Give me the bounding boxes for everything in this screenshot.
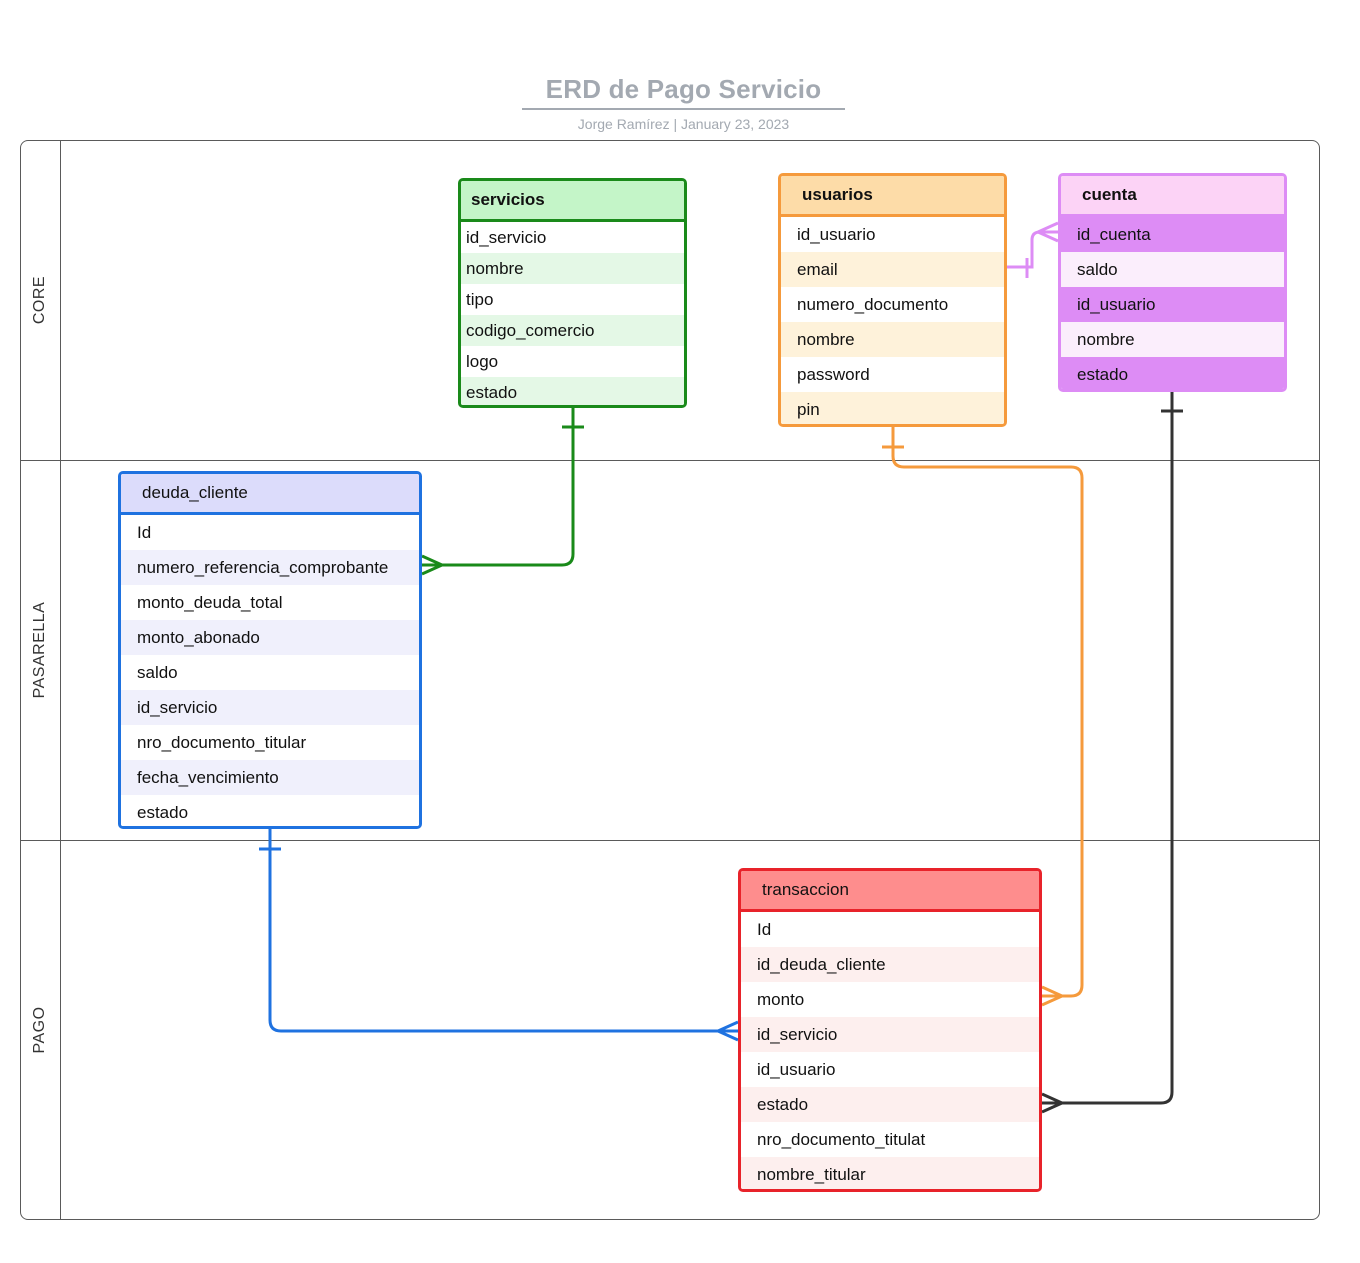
entity-header: deuda_cliente (121, 474, 419, 515)
entity-field: id_servicio (121, 690, 419, 725)
swimlane-frame (20, 140, 1320, 1220)
entity-field: nombre (781, 322, 1004, 357)
entity-field: Id (741, 912, 1039, 947)
entity-field: numero_documento (781, 287, 1004, 322)
entity-header: usuarios (781, 176, 1004, 217)
entity-field: estado (1061, 357, 1284, 389)
lane-label-column-divider (60, 140, 61, 1220)
entity-header: transaccion (741, 871, 1039, 912)
title-underline (522, 108, 845, 110)
lane-divider-core-pasarella (20, 460, 1320, 461)
entity-field: pin (781, 392, 1004, 424)
lane-label-pago: PAGO (31, 1006, 48, 1054)
entity-field: estado (461, 377, 684, 405)
entity-field: id_servicio (461, 222, 684, 253)
entity-field: nombre (1061, 322, 1284, 357)
entity-field: nombre (461, 253, 684, 284)
entity-field: id_cuenta (1061, 217, 1284, 252)
entity-field: id_usuario (741, 1052, 1039, 1087)
entity-field: saldo (121, 655, 419, 690)
entity-field: logo (461, 346, 684, 377)
entity-field: email (781, 252, 1004, 287)
entity-field: estado (741, 1087, 1039, 1122)
entity-field: estado (121, 795, 419, 826)
diagram-subtitle: Jorge Ramírez | January 23, 2023 (577, 116, 790, 132)
lane-label-core: CORE (31, 275, 48, 325)
entity-field: Id (121, 515, 419, 550)
entity-field: nro_documento_titulat (741, 1122, 1039, 1157)
diagram-title: ERD de Pago Servicio (545, 74, 822, 104)
entity-field: saldo (1061, 252, 1284, 287)
entity-field: id_usuario (781, 217, 1004, 252)
entity-field: monto_abonado (121, 620, 419, 655)
entity-header: cuenta (1061, 176, 1284, 217)
entity-field: nro_documento_titular (121, 725, 419, 760)
lane-divider-pasarella-pago (20, 840, 1320, 841)
entity-field: monto (741, 982, 1039, 1017)
entity-header: servicios (461, 181, 684, 222)
entity-field: nombre_titular (741, 1157, 1039, 1189)
entity-field: id_servicio (741, 1017, 1039, 1052)
entity-field: password (781, 357, 1004, 392)
entity-field: id_usuario (1061, 287, 1284, 322)
entity-field: codigo_comercio (461, 315, 684, 346)
entity-field: tipo (461, 284, 684, 315)
entity-field: fecha_vencimiento (121, 760, 419, 795)
entity-field: numero_referencia_comprobante (121, 550, 419, 585)
entity-field: id_deuda_cliente (741, 947, 1039, 982)
entity-field: monto_deuda_total (121, 585, 419, 620)
lane-label-pasarella: PASARELLA (31, 601, 48, 699)
